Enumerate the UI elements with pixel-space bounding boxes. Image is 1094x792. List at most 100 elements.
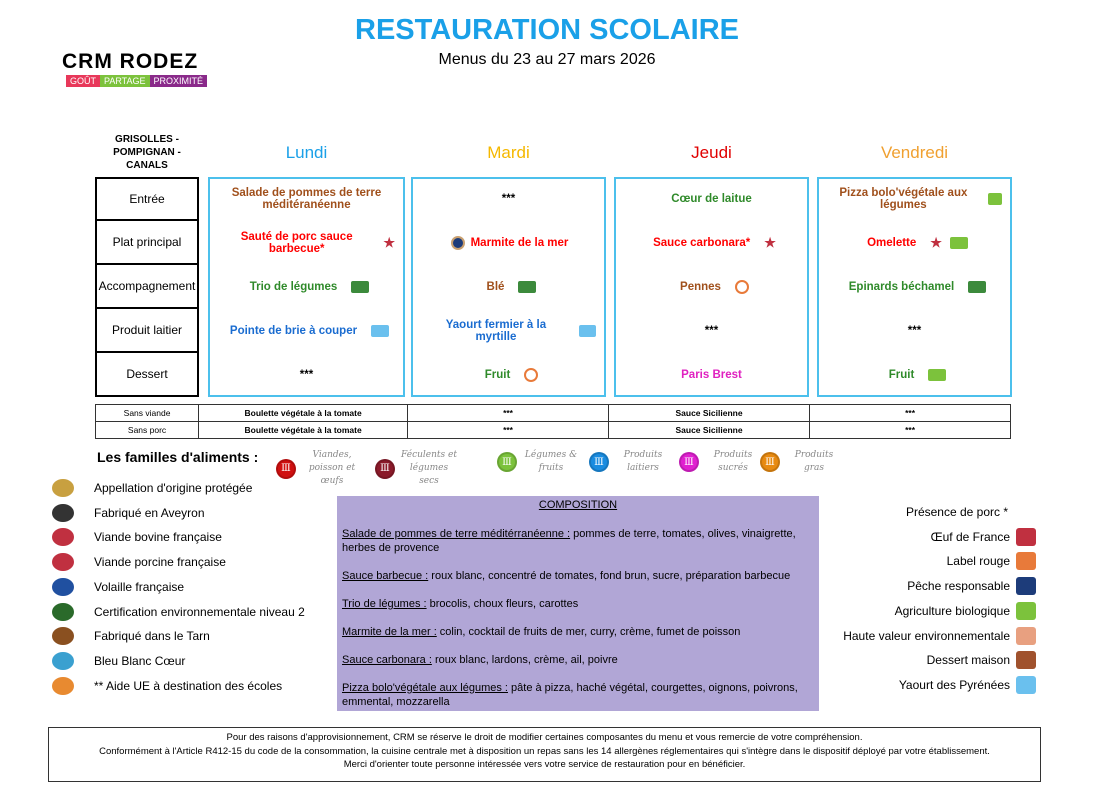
legend-item: Volaille française — [52, 577, 184, 597]
composition-title: COMPOSITION — [538, 499, 618, 511]
dish-name: Pizza bolo'végétale aux légumes : — [342, 682, 508, 694]
cutlery-icon: Ⅲ — [375, 458, 395, 479]
legend-item: Viande porcine française — [52, 552, 226, 572]
day-header-mardi: Mardi — [487, 143, 530, 162]
menu-item-label: Blé — [486, 281, 505, 293]
hve-icon — [524, 368, 539, 382]
menu-item-label: *** — [501, 193, 516, 205]
alt-label: Sans viande — [94, 404, 200, 422]
family-label: Légumes & fruits — [524, 450, 578, 473]
dish-ingredients: pâte à pizza, haché végétal, courgettes,… — [342, 682, 798, 708]
legend-label: Bleu Blanc Cœur — [94, 653, 186, 668]
cutlery-icon: Ⅲ — [679, 452, 699, 472]
legend-label: Haute valeur environnementale — [843, 628, 1010, 643]
organic-icon — [928, 369, 947, 381]
menu-item: Pointe de brie à couper — [210, 309, 403, 353]
menu-item-label: Sauce carbonara* — [653, 237, 751, 249]
menu-item-label: Cœur de laitue — [671, 193, 752, 205]
menu-item-label: Trio de légumes — [249, 281, 338, 293]
dish-ingredients: brocolis, choux fleurs, carottes — [426, 598, 579, 610]
legend-item: Yaourt des Pyrénées — [899, 675, 1036, 695]
legend-label: Dessert maison — [926, 653, 1010, 668]
pyrenees-yogurt-icon — [578, 325, 596, 337]
logo-tag: PARTAGE — [100, 75, 150, 87]
row-label: Dessert — [95, 353, 199, 397]
family-label: Produits sucrés — [713, 450, 753, 473]
row-label: Accompagnement — [95, 265, 199, 309]
label-icon — [52, 577, 74, 596]
footer-line: Merci d'orienter toute personne intéress… — [343, 759, 746, 770]
label-icon — [1016, 675, 1036, 694]
composition-item: Salade de pommes de terre méditérranéenn… — [342, 527, 814, 555]
legend-label: Œuf de France — [930, 529, 1010, 544]
menu-item-label: Paris Brest — [681, 369, 742, 381]
organic-icon — [949, 237, 968, 249]
menu-dates: Menus du 23 au 27 mars 2026 — [438, 51, 656, 68]
alt-value: Sauce Sicilienne — [607, 404, 811, 422]
composition-item: Trio de légumes : brocolis, choux fleurs… — [342, 597, 814, 611]
alt-label: Sans porc — [94, 421, 200, 439]
menu-item: Paris Brest — [616, 353, 807, 397]
legend-item: Bleu Blanc Cœur — [52, 651, 185, 671]
dish-name: Trio de légumes : — [342, 598, 427, 610]
legend-item: Dessert maison — [927, 650, 1036, 670]
legend-item: Présence de porc * — [906, 502, 1008, 522]
legend-label: Fabriqué dans le Tarn — [94, 629, 210, 644]
french-meat-icon: ★ — [383, 235, 395, 250]
dish-name: Sauce barbecue : — [342, 570, 429, 582]
composition-item: Sauce carbonara : roux blanc, lardons, c… — [342, 653, 814, 667]
menu-item: Epinards béchamel — [819, 265, 1010, 309]
menu-item: Pennes — [616, 265, 807, 309]
label-icon — [52, 651, 74, 670]
menu-item: Omelette★ — [819, 221, 1010, 265]
dish-ingredients: colin, cocktail de fruits de mer, curry,… — [436, 626, 741, 638]
row-label: Produit laitier — [95, 309, 199, 353]
legend-item: Haute valeur environnementale — [843, 626, 1036, 646]
family-label: Viandes, poisson et œufs — [308, 450, 356, 486]
menu-item: Salade de pommes de terre méditéranéenne — [210, 177, 403, 221]
label-icon — [52, 479, 74, 497]
menu-item: Trio de légumes — [210, 265, 403, 309]
day-menu-lundi: Salade de pommes de terre méditéranéenne… — [208, 177, 405, 397]
legend-item: Fabriqué en Aveyron — [52, 503, 205, 523]
legend-item: Œuf de France — [931, 527, 1036, 547]
menu-item-label: Fruit — [888, 369, 915, 381]
legend-label: Appellation d'origine protégée — [94, 481, 253, 495]
label-icon — [1016, 577, 1036, 596]
menu-item: *** — [413, 177, 604, 221]
menu-item: Cœur de laitue — [616, 177, 807, 221]
legend-item: Certification environnementale niveau 2 — [52, 602, 305, 622]
footer-line: Conformément à l'Article R412-15 du code… — [99, 745, 990, 757]
logo-name: CRM RODEZ — [62, 50, 199, 73]
label-icon — [52, 602, 74, 621]
legend-item: Viande bovine française — [52, 527, 222, 547]
menu-item-label: *** — [704, 325, 719, 337]
dish-name: Sauce carbonara : — [342, 654, 432, 666]
legend-label: Viande porcine française — [94, 555, 226, 570]
menu-item: Marmite de la mer — [413, 221, 604, 265]
menu-item: *** — [210, 353, 403, 397]
dish-ingredients: roux blanc, lardons, crème, ail, poivre — [431, 654, 618, 666]
legend-label: Agriculture biologique — [894, 603, 1010, 618]
env-certification-icon — [968, 281, 987, 293]
menu-item-label: Salade de pommes de terre méditéranéenne — [231, 187, 382, 211]
logo-tag: PROXIMITÉ — [149, 75, 208, 87]
menu-item-label: Pizza bolo'végétale aux légumes — [839, 187, 968, 211]
pyrenees-yogurt-icon — [371, 325, 390, 337]
composition-item: Marmite de la mer : colin, cocktail de f… — [342, 625, 814, 639]
composition-item: Sauce barbecue : roux blanc, concentré d… — [342, 569, 814, 583]
menu-item-label: *** — [907, 325, 922, 337]
row-label: Plat principal — [95, 221, 199, 265]
alt-value: *** — [407, 421, 609, 439]
menu-item-label: Epinards béchamel — [848, 281, 955, 293]
dish-name: Salade de pommes de terre méditérranéenn… — [342, 528, 571, 540]
legend-label: Yaourt des Pyrénées — [898, 677, 1010, 692]
